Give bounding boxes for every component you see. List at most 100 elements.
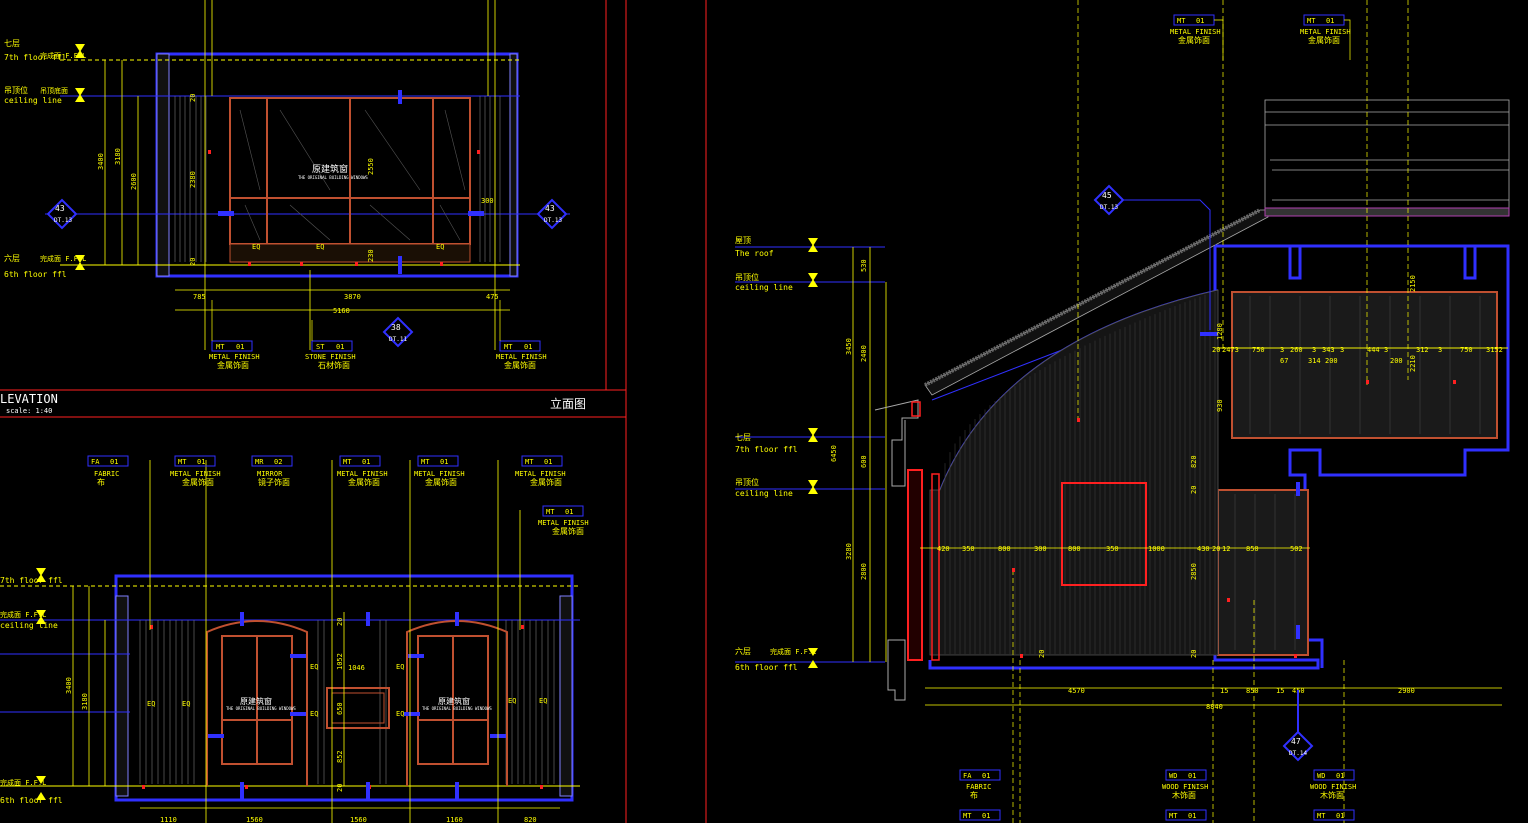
- ceiling-cn-r2: 吊顶位: [735, 477, 759, 487]
- tag-en: METAL FINISH: [170, 470, 221, 478]
- level-7-en-r: 7th floor ffl: [735, 445, 798, 454]
- tag-cn: 金属饰面: [504, 360, 536, 370]
- sheet-frames: [0, 0, 707, 823]
- tag-code: MT: [1307, 17, 1316, 25]
- tag-cn: 金属饰面: [217, 360, 249, 370]
- ud-20: 20: [1212, 346, 1220, 354]
- tag-code: MT: [343, 458, 352, 466]
- section-marker-45[interactable]: 45 DT.13: [1093, 184, 1211, 330]
- tag-code: WD: [1169, 772, 1177, 780]
- finish-tag-mt-top1[interactable]: MT 01 METAL FINISH 金属饰面: [1170, 14, 1221, 45]
- tag-cn: 金属饰面: [1178, 35, 1210, 45]
- eq-b8: EQ: [539, 697, 547, 705]
- section-no: 43: [55, 204, 65, 213]
- finish-tag-mt-b1[interactable]: MT 01 METAL FINISH 金属饰面: [170, 455, 221, 487]
- bd-15: 15: [1220, 687, 1228, 695]
- finish-tag-mt-b2[interactable]: MT 01 METAL FINISH 金属饰面: [337, 455, 388, 487]
- window-label-en-b1: THE ORIGINAL BUILDING WINDOWS: [226, 706, 296, 711]
- finish-tag-mt-2[interactable]: MT 01 METAL FINISH 金属饰面: [496, 340, 547, 370]
- ud-3152: 3152: [1486, 346, 1503, 354]
- level-6-cn-r: 六层: [735, 646, 751, 656]
- finish-tag-wd-2[interactable]: WD 01 WOOD FINISH 木饰面: [1310, 769, 1356, 800]
- elevation-title-cn: 立面图: [550, 396, 586, 411]
- tag-code: MT: [525, 458, 534, 466]
- finish-tag-mr[interactable]: MR 02 MIRROR 镜子饰面: [251, 455, 293, 487]
- roof-cn: 屋顶: [735, 236, 751, 245]
- finish-tag-wd-1[interactable]: WD 01 WOOD FINISH 木饰面: [1162, 769, 1208, 800]
- finish-tag-mt-b4[interactable]: MT 01 METAL FINISH 金属饰面: [515, 455, 566, 487]
- window-label-cn-b1: 原建筑窗: [240, 696, 272, 706]
- dim-852: 852: [336, 750, 344, 763]
- dim-2800: 2800: [860, 563, 868, 580]
- tag-code: MT: [546, 508, 555, 516]
- section-no: 43: [545, 204, 555, 213]
- finish-tag-st-1[interactable]: ST 01 STONE FINISH 石材饰面: [305, 340, 356, 370]
- tag-no: 01: [440, 458, 448, 466]
- dim-600: 600: [860, 455, 868, 468]
- ffl-tag-b2: 完成面 F.F.L: [0, 778, 46, 787]
- tag-en: METAL FINISH: [209, 353, 260, 361]
- dim-5160: 5160: [333, 307, 350, 315]
- eq-b1: EQ: [147, 700, 155, 708]
- tag-code: WD: [1317, 772, 1325, 780]
- dim-20-b: 20: [189, 258, 197, 266]
- section-sheet: DT.11: [389, 336, 407, 343]
- dim-230: 230: [367, 249, 375, 262]
- finish-tag-mt-top2[interactable]: MT 01 METAL FINISH 金属饰面: [1300, 14, 1351, 45]
- ceiling-en: ceiling line: [4, 96, 62, 105]
- section-marker-bottom[interactable]: 38 DT.11: [382, 316, 414, 348]
- tag-no: 01: [982, 812, 990, 820]
- ld-850: 850: [1246, 545, 1259, 553]
- uv-2150: 2150: [1409, 275, 1417, 292]
- ffl-tag-b1: 完成面 F.F.L: [0, 610, 46, 619]
- eq-2: EQ: [316, 243, 324, 251]
- ud-67: 67: [1280, 357, 1288, 365]
- ud-3: 3: [1280, 346, 1284, 354]
- uv-930: 930: [1216, 399, 1224, 412]
- dim-2550: 2550: [367, 158, 375, 175]
- tag-code: MT: [963, 812, 972, 820]
- wall-hatch-right: [509, 53, 518, 277]
- finish-tag-fa[interactable]: FA 01 FABRIC 布: [87, 455, 129, 487]
- level-6-en: 6th floor ffl: [4, 270, 67, 279]
- tag-cn: 金属饰面: [348, 477, 380, 487]
- finish-tag-mt-1[interactable]: MT 01 METAL FINISH 金属饰面: [209, 340, 260, 370]
- ceiling-cn-r: 吊顶位: [735, 272, 759, 282]
- ceiling-cn: 吊顶位: [4, 85, 28, 95]
- level-7-en: 7th floor ffl: [4, 53, 67, 62]
- uv-2210: 2210: [1409, 355, 1417, 372]
- finish-tag-mt-b3[interactable]: MT 01 METAL FINISH 金属饰面: [414, 455, 465, 487]
- finish-tag-fa-r[interactable]: FA 01 FABRIC 布: [959, 769, 1001, 800]
- section-marker-left[interactable]: 43 DT.13: [46, 198, 78, 230]
- eq-1: EQ: [252, 243, 260, 251]
- tag-no: 01: [197, 458, 205, 466]
- dim-820: 820: [524, 816, 537, 823]
- dim-3400: 3400: [97, 153, 105, 170]
- tag-en: METAL FINISH: [1300, 28, 1351, 36]
- finish-tag-mt-bot2[interactable]: MT 01: [1165, 809, 1207, 821]
- dim-2380: 2380: [189, 171, 197, 188]
- elevation-title: LEVATION: [0, 392, 58, 406]
- bd-4570: 4570: [1068, 687, 1085, 695]
- ud-3b: 3: [1312, 346, 1316, 354]
- dim-530: 530: [860, 259, 868, 272]
- tag-code: MT: [1169, 812, 1178, 820]
- ud-3c: 3: [1340, 346, 1344, 354]
- dim-475: 475: [486, 293, 499, 301]
- finish-tag-mt-b5[interactable]: MT 01 METAL FINISH 金属饰面: [538, 505, 589, 536]
- finish-tag-mt-bot1[interactable]: MT 01: [959, 809, 1001, 821]
- ffl-tag-7: 完成面 F.F.L: [40, 51, 86, 60]
- lv-20c: 20: [1038, 650, 1046, 658]
- ceiling-en-b: ceiling line: [0, 621, 58, 630]
- tag-no: 01: [565, 508, 573, 516]
- section-marker-right[interactable]: 43 DT.13: [536, 198, 568, 230]
- ceiling-tag: 吊顶底面: [40, 86, 68, 95]
- ud-444: 444: [1367, 346, 1380, 354]
- section-sheet: DT.14: [1289, 750, 1307, 757]
- section-marker-47[interactable]: 47 DT.14: [1282, 690, 1314, 762]
- finish-tag-mt-bot3[interactable]: MT 01: [1313, 809, 1355, 821]
- dim-3870: 3870: [344, 293, 361, 301]
- dim-1560-b: 1560: [350, 816, 367, 823]
- tag-en: METAL FINISH: [538, 519, 589, 527]
- tag-code: MT: [1177, 17, 1186, 25]
